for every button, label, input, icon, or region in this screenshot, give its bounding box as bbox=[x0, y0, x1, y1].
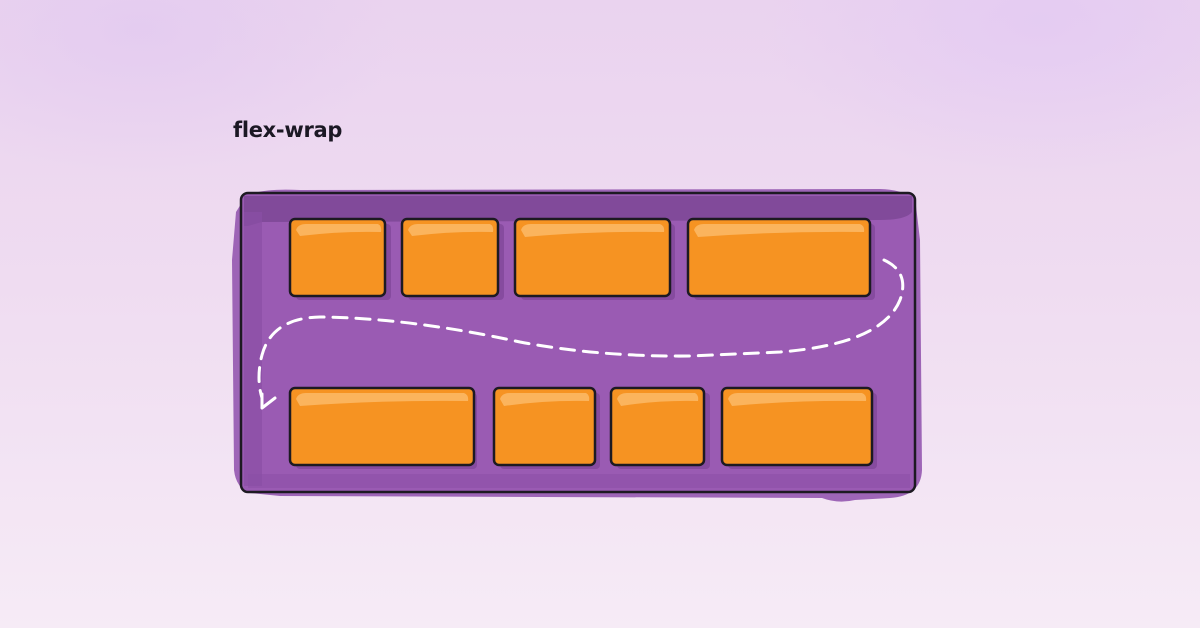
dashed-curved-arrow-icon bbox=[257, 258, 905, 410]
flex-item-5 bbox=[288, 386, 477, 469]
flex-row-2 bbox=[288, 386, 877, 469]
flex-item-1 bbox=[288, 217, 391, 300]
flex-item-7 bbox=[609, 386, 710, 469]
flex-item-3 bbox=[513, 217, 675, 300]
page-title: flex-wrap bbox=[233, 118, 343, 142]
flex-item-2 bbox=[400, 217, 504, 300]
flex-row-1 bbox=[288, 217, 875, 300]
flex-item-4 bbox=[686, 217, 875, 300]
flex-item-6 bbox=[492, 386, 600, 469]
flex-item-8 bbox=[720, 386, 877, 469]
